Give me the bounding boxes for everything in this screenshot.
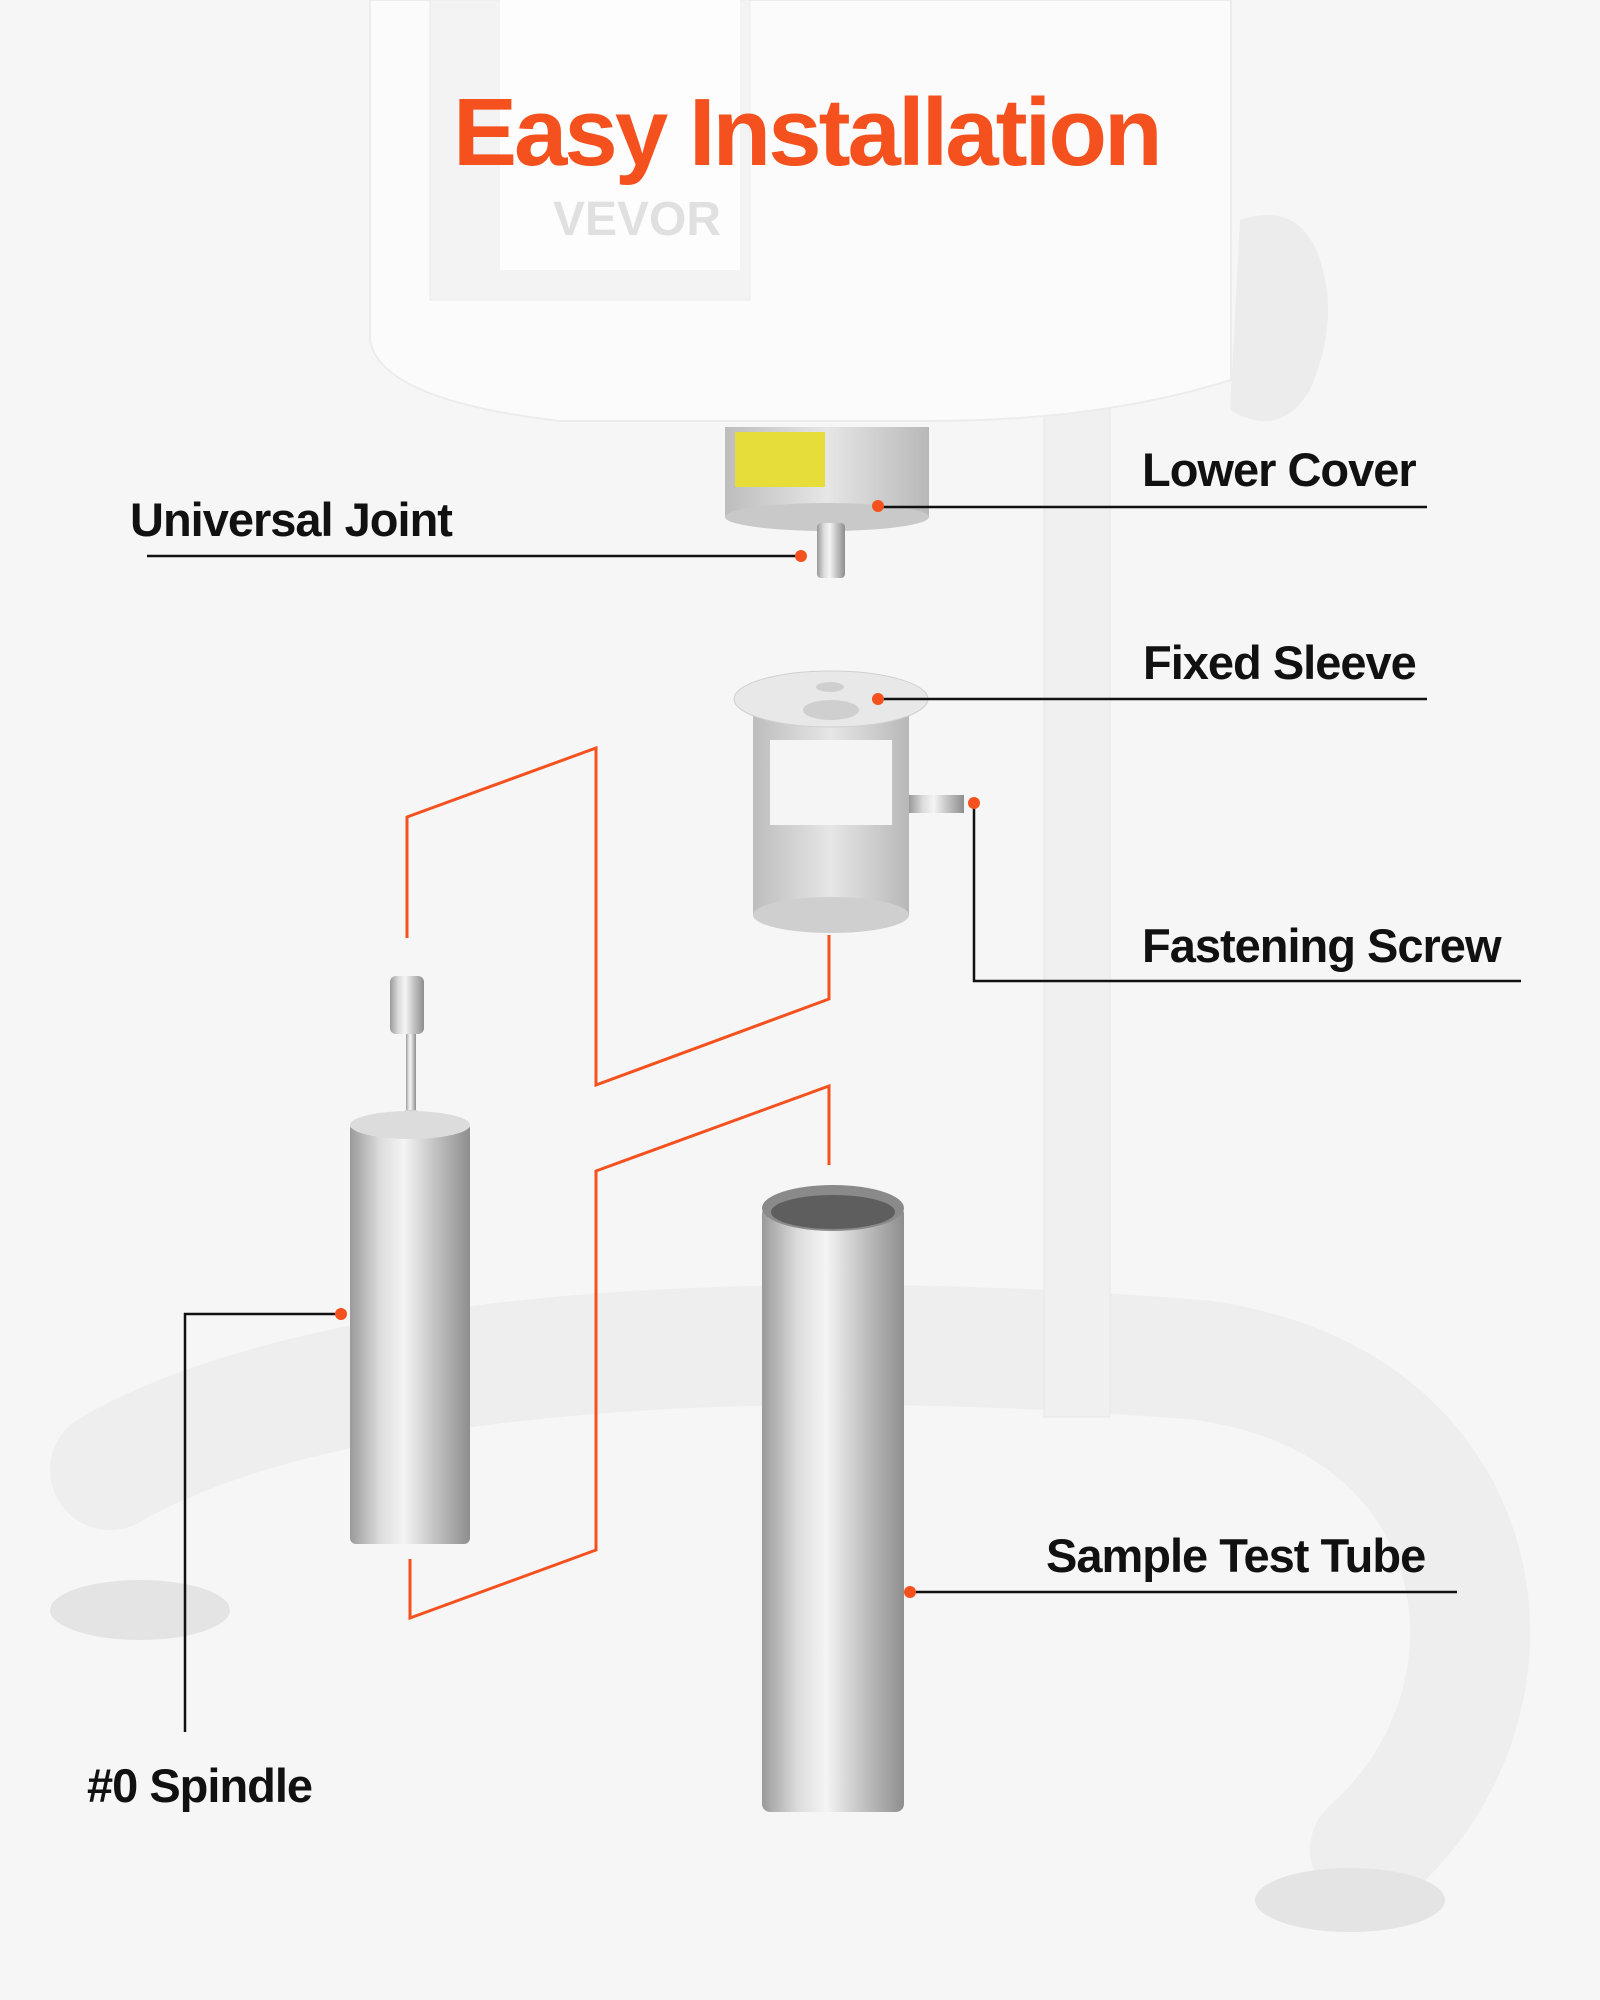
- fastening-screw-leader: [972, 803, 1521, 983]
- tube-opening: [771, 1195, 895, 1229]
- left-foot: [50, 1580, 230, 1640]
- sleeve-small-hole: [816, 682, 844, 692]
- page-title: Easy Installation: [453, 79, 1160, 186]
- label-universal-joint: Universal Joint: [130, 493, 453, 546]
- spindle-top: [350, 1111, 470, 1139]
- label-fixed-sleeve: Fixed Sleeve: [1143, 636, 1416, 689]
- height-knob: [1230, 215, 1328, 422]
- fastening-screw-dot: [968, 797, 980, 809]
- lower-cover-dot: [872, 500, 884, 512]
- tube-body: [762, 1206, 904, 1812]
- spindle-knurled-tip: [390, 976, 424, 1034]
- fixed-sleeve-dot: [872, 693, 884, 705]
- label-fastening-screw: Fastening Screw: [1142, 919, 1502, 972]
- lower-cover: [725, 427, 929, 531]
- stand-base: [50, 1284, 1531, 1932]
- spindle-cylinder: [350, 1123, 470, 1544]
- label-sample-test-tube: Sample Test Tube: [1046, 1529, 1425, 1582]
- label-lower-cover: Lower Cover: [1142, 443, 1416, 496]
- fastening-screw: [909, 795, 964, 813]
- right-foot: [1255, 1868, 1445, 1932]
- stand-pole: [1043, 356, 1111, 1418]
- sleeve-window: [770, 740, 892, 825]
- sleeve-bottom: [753, 897, 909, 933]
- viscometer-head: VEVOR: [369, 0, 1232, 422]
- label-spindle: #0 Spindle: [87, 1759, 312, 1812]
- fixed-sleeve: [733, 670, 964, 933]
- universal-joint: [817, 523, 845, 578]
- spindle-dot: [335, 1308, 347, 1320]
- spindle-shaft: [406, 1034, 416, 1110]
- vevor-logo: VEVOR: [553, 193, 721, 246]
- universal-joint-dot: [795, 550, 807, 562]
- display-panel: [500, 0, 740, 270]
- connector-spindle-tube: [408, 1083, 831, 1621]
- sample-test-tube: [762, 1185, 904, 1812]
- spindle: [350, 976, 470, 1544]
- sleeve-center-hole: [803, 700, 859, 720]
- sample-test-tube-dot: [904, 1586, 916, 1598]
- stand-base-arc: [50, 1284, 1531, 1910]
- connector-sleeve-spindle: [405, 745, 831, 1088]
- warning-sticker: [735, 432, 825, 487]
- spindle-leader: [183, 1312, 341, 1732]
